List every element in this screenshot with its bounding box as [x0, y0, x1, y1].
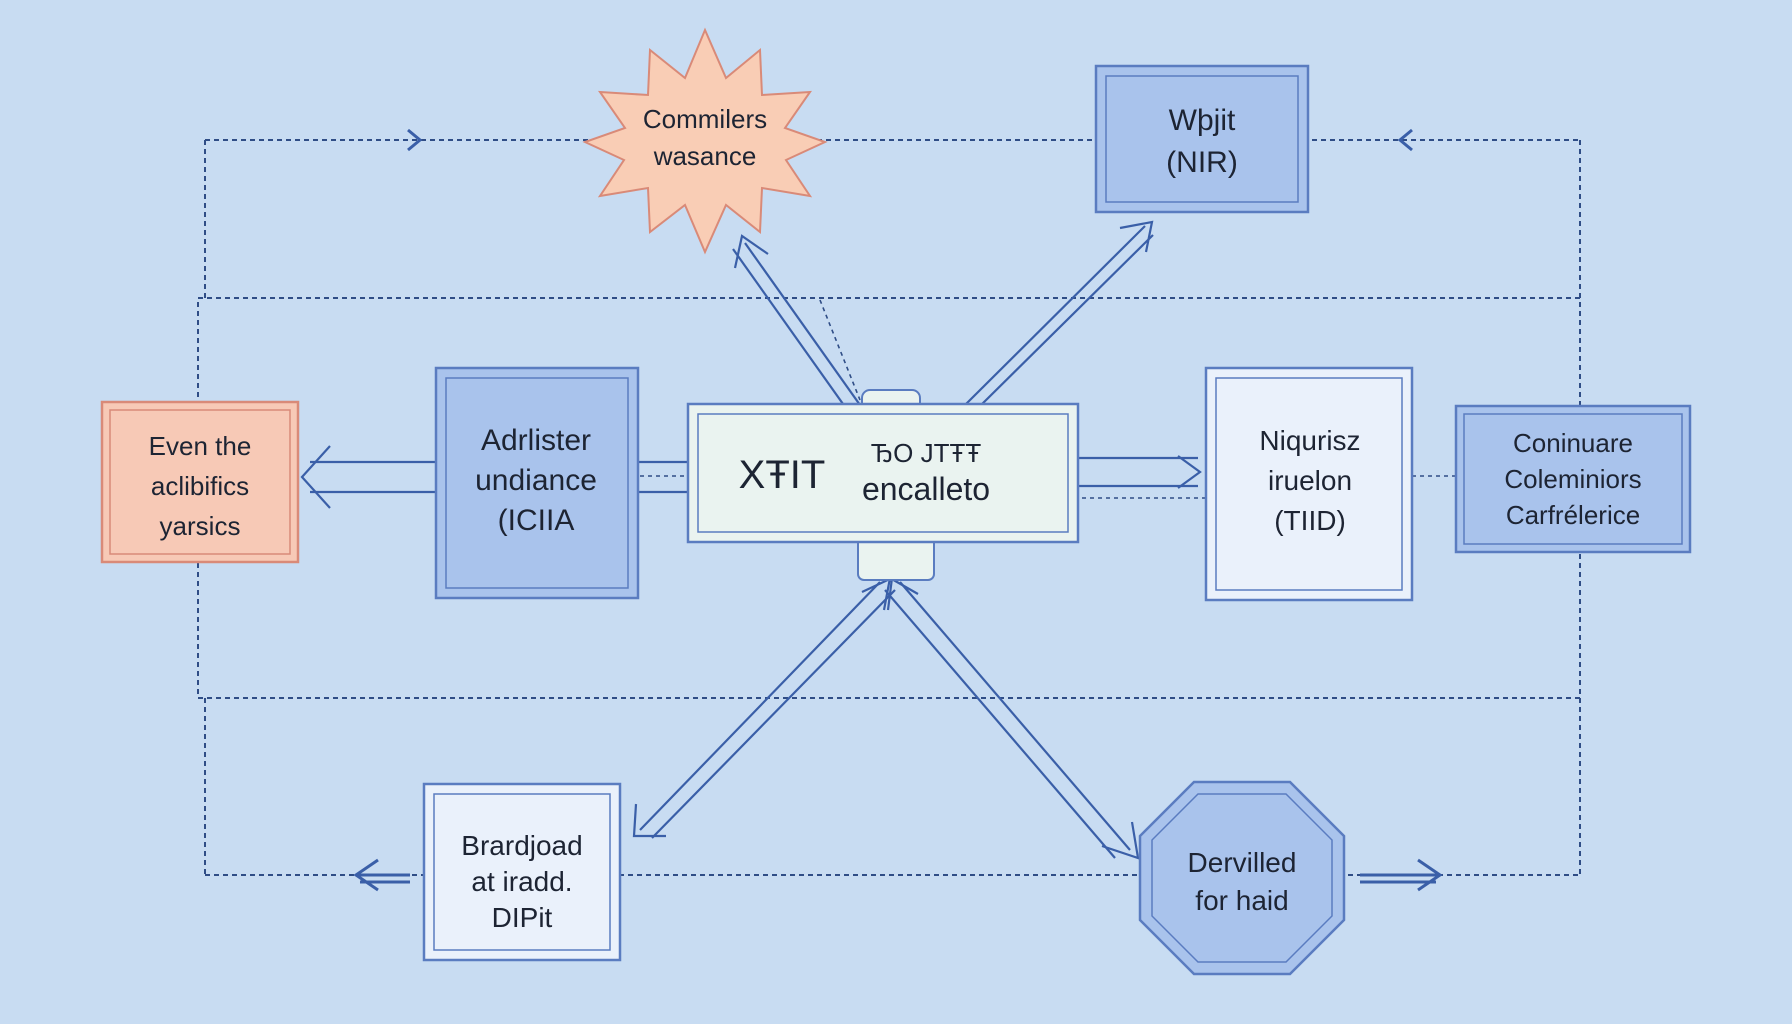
center-node[interactable]: XŦIT ЂО ЈТŦŦ encalleto — [686, 389, 1080, 581]
arrowhead-top-right — [1397, 128, 1413, 152]
left-salmon-node[interactable]: Even the aclibifics yarsics — [100, 400, 300, 564]
far-right-node[interactable]: Coninuare Coleminiors Carfrélerice — [1454, 404, 1692, 554]
left-salmon-label-line-2: aclibifics — [151, 471, 249, 501]
center-symbols: XŦIT — [739, 453, 826, 497]
frame-arrowheads — [353, 128, 1443, 892]
bottom-right-node[interactable]: Dervilled for haid — [1138, 780, 1346, 976]
center-glyphs: ЂО ЈТŦŦ — [871, 438, 982, 468]
starburst-label-line-2: wasance — [653, 141, 757, 171]
left-salmon-label-line-3: yarsics — [160, 511, 241, 541]
far-right-label-line-3: Carfrélerice — [1506, 500, 1640, 530]
top-right-node[interactable]: Wþjit (NIR) — [1094, 64, 1310, 214]
left-blue-label-line-3: (ICIIA — [498, 504, 575, 537]
bottom-right-octagon-inner — [1151, 793, 1333, 963]
far-right-label-line-2: Coleminiors — [1504, 464, 1641, 494]
bottom-left-node[interactable]: Brardjoad at iradd. DIPit — [422, 782, 622, 962]
starburst-node[interactable]: Commilers wasance — [582, 27, 828, 255]
arrowhead-top-left — [407, 128, 423, 152]
center-word: encalleto — [862, 471, 990, 507]
bottom-left-label-line-2: at iradd. — [471, 866, 572, 897]
left-blue-label-line-1: Adrlister — [481, 424, 591, 457]
bottom-left-label-line-1: Brardjoad — [461, 830, 582, 861]
right-white-label-line-3: (TIID) — [1274, 505, 1346, 536]
top-right-label-line-1: Wþjit — [1169, 104, 1236, 137]
left-salmon-label-line-1: Even the — [149, 431, 252, 461]
starburst-label-line-1: Commilers — [643, 104, 767, 134]
right-white-label-line-1: Niqurisz — [1259, 425, 1360, 456]
arrowhead-bottom-left — [353, 858, 410, 892]
right-white-node[interactable]: Niqurisz iruelon (TIID) — [1204, 366, 1414, 602]
bottom-left-label-line-3: DIPit — [492, 902, 553, 933]
dotted-connectors — [640, 299, 1456, 499]
right-white-label-line-2: iruelon — [1268, 465, 1352, 496]
bottom-right-label-line-1: Dervilled — [1188, 847, 1297, 878]
left-blue-label-line-2: undiance — [475, 464, 597, 497]
far-right-label-line-1: Coninuare — [1513, 428, 1633, 458]
bottom-right-label-line-2: for haid — [1195, 885, 1288, 916]
arrowhead-bottom-right — [1360, 858, 1443, 892]
top-right-label-line-2: (NIR) — [1166, 146, 1238, 179]
starburst-shape — [582, 27, 828, 255]
left-blue-node[interactable]: Adrlister undiance (ICIIA — [434, 366, 640, 600]
bottom-right-octagon-outer — [1138, 780, 1346, 976]
